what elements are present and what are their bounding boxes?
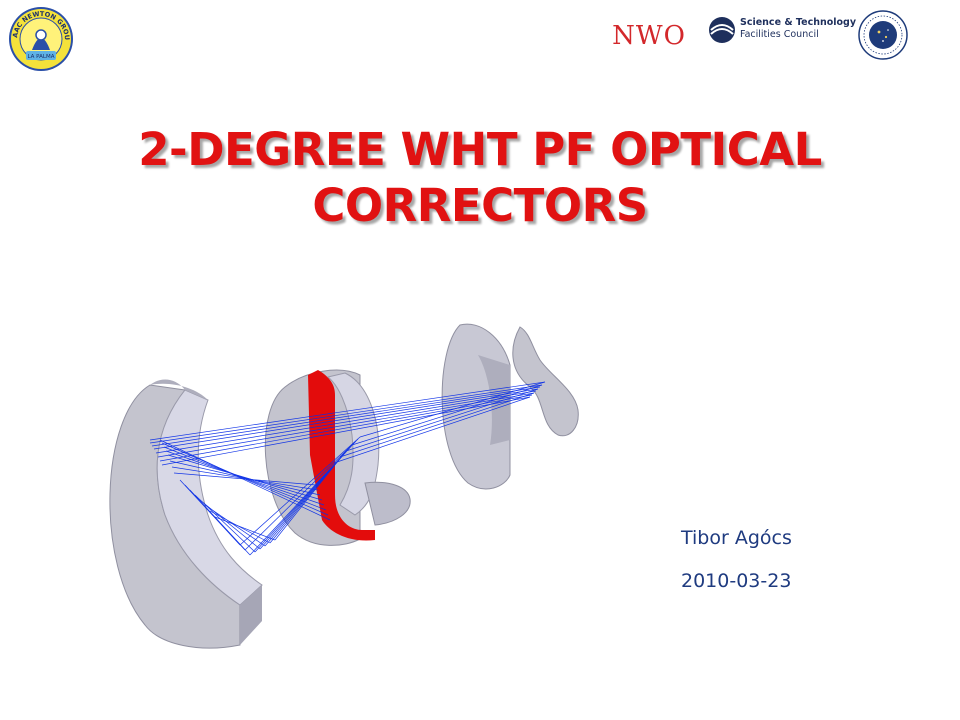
- stfc-emblem-icon: [709, 17, 735, 43]
- second-lens: [264, 369, 411, 546]
- ing-crest-icon: ISAAC NEWTON GROUP LA PALMA: [8, 6, 73, 71]
- fourth-lens: [512, 326, 579, 437]
- title-line-2: Correctors: [312, 179, 648, 232]
- inaf-seal-icon: [858, 10, 908, 60]
- nwo-logo-icon: NWO: [612, 21, 686, 51]
- stfc-line1: Science & Technology: [740, 17, 857, 28]
- third-lens: [441, 323, 511, 490]
- ing-logo-bottom-text: LA PALMA: [27, 54, 54, 60]
- primary-lens: [109, 379, 263, 649]
- stfc-line2: Facilities Council: [740, 29, 819, 40]
- light-rays: [149, 381, 546, 556]
- slide-title: 2-degree WHT PF Optical Correctors: [90, 122, 870, 234]
- title-line-1: 2-degree WHT PF Optical: [138, 123, 822, 176]
- author-name: Tibor Agócs: [681, 527, 792, 549]
- nwo-logo-text: NWO: [612, 21, 686, 51]
- presentation-date: 2010-03-23: [681, 570, 792, 592]
- stfc-logo: Science & Technology Facilities Council: [708, 12, 856, 48]
- optical-corrector-illustration: [109, 323, 579, 649]
